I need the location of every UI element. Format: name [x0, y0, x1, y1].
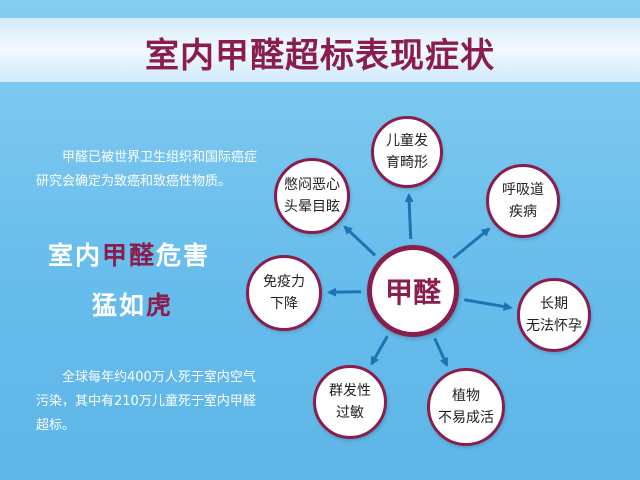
symptom-node: 免疫力下降: [246, 255, 322, 331]
symptom-label-line1: 群发性: [329, 383, 371, 399]
symptom-label-line2: 不易成活: [438, 410, 494, 426]
symptom-label-line2: 疾病: [509, 204, 537, 220]
symptom-label-line1: 儿童发: [386, 133, 428, 149]
arrow: [343, 225, 377, 257]
symptom-node: 群发性过敏: [313, 365, 387, 439]
symptom-label-line1: 长期: [540, 296, 568, 312]
intro-paragraph: 甲醛已被世界卫生组织和国际癌症研究会确定为致癌和致癌性物质。: [36, 150, 258, 189]
statistics-paragraph: 全球每年约400万人死于室内空气污染，其中有210万儿童死于室内甲醛超标。: [36, 370, 256, 433]
slogan-text: 猛如: [92, 291, 147, 320]
arrow: [433, 337, 449, 367]
symptom-label-line1: 免疫力: [263, 274, 305, 290]
slogan-highlight: 甲醛: [102, 241, 157, 270]
arrow: [404, 192, 414, 240]
symptom-label-line2: 育畸形: [386, 155, 428, 171]
arrow: [464, 298, 513, 311]
symptom-node: 植物不易成活: [427, 368, 505, 446]
slogan-text: 危害: [156, 241, 211, 270]
symptom-label-line2: 无法怀孕: [526, 318, 582, 334]
symptom-label-line1: 植物: [452, 388, 480, 404]
symptom-label-line2: 头晕目眩: [284, 199, 340, 215]
symptom-label-line2: 下降: [270, 296, 298, 312]
slogan-text: 室内: [48, 241, 103, 270]
arrow-group: [326, 192, 513, 367]
center-node-formaldehyde: 甲醛: [367, 245, 459, 337]
symptom-label-line1: 憋闷恶心: [284, 177, 340, 193]
title-band: [0, 18, 640, 82]
slogan-highlight: 虎: [146, 291, 174, 320]
slogan-line-1: 室内甲醛危害: [48, 236, 210, 272]
symptom-node: 憋闷恶心头晕目眩: [274, 158, 350, 234]
arrow: [370, 335, 389, 366]
symptom-label-line1: 呼吸道: [502, 182, 544, 198]
symptom-label-line2: 过敏: [336, 405, 364, 421]
page-title: 室内甲醛超标表现症状: [145, 36, 495, 76]
symptom-node: 长期无法怀孕: [517, 278, 591, 352]
symptom-node: 呼吸道疾病: [486, 164, 560, 238]
arrow: [452, 227, 491, 260]
symptom-node: 儿童发育畸形: [371, 116, 443, 188]
slogan-line-2: 猛如虎: [92, 286, 173, 322]
